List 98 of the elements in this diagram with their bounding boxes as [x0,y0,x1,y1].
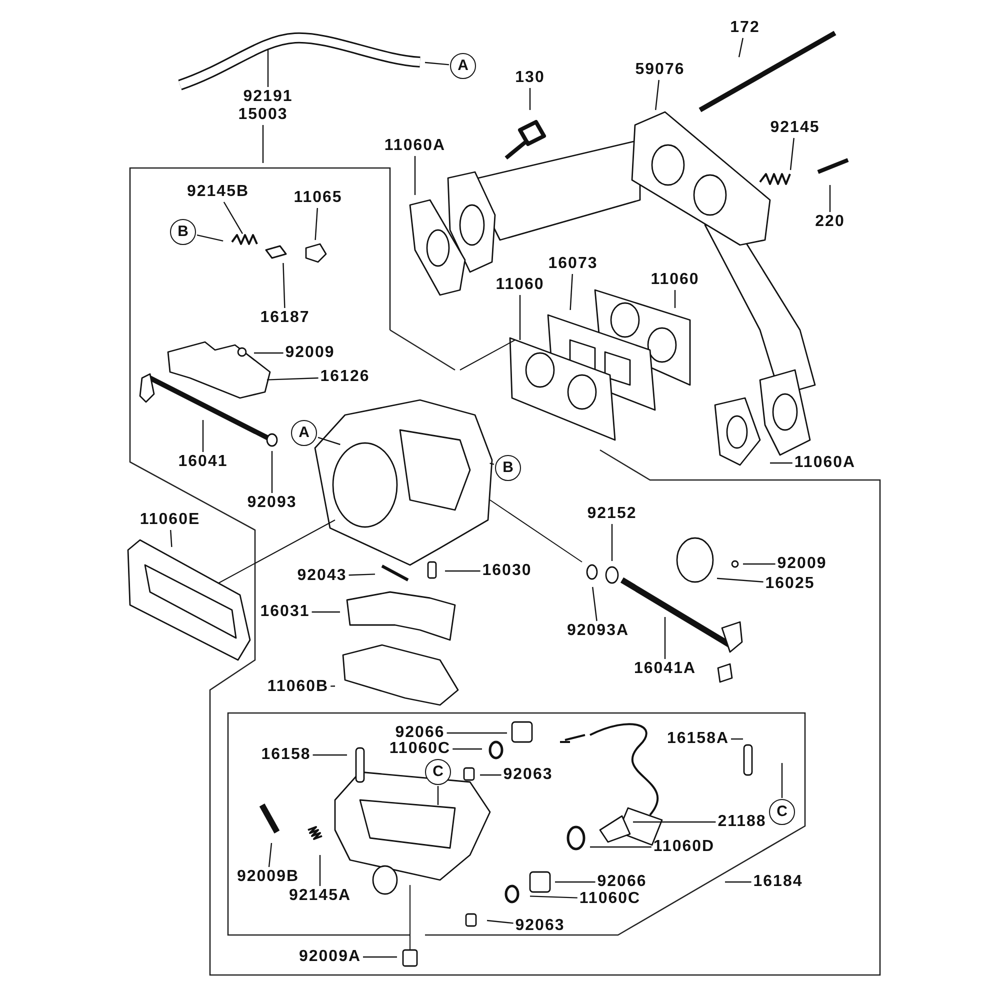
callout-number: 16030 [481,562,533,580]
leader-line [452,748,482,750]
reference-circle: A [450,53,476,79]
leader-line [223,202,244,234]
leader-line [738,38,744,58]
callout-number: 16041 [177,453,229,471]
callout-number: 92063 [502,766,554,784]
callout-number: 92063 [514,917,566,935]
callout-number: 92043 [296,567,348,585]
leader-line [348,574,376,576]
callout-number: 92009 [776,555,828,573]
callout-number: 21188 [716,813,768,831]
leader-line [363,956,397,958]
leader-line [480,774,502,776]
callout-number: 11060D [652,838,716,856]
callout-number: 92066 [596,873,648,891]
leader-line [486,920,514,924]
callout-number: 92145 [769,119,821,137]
reference-circle: B [170,219,196,245]
callout-number: 92093 [246,494,298,512]
leader-line [716,578,764,582]
callout-number: 130 [514,69,546,87]
leader-line [529,88,531,110]
callout-number: 92145A [288,887,352,905]
leader-line [319,855,321,886]
leader-line [330,686,336,687]
callout-number: 11060 [494,276,546,294]
callout-number: 16025 [764,575,816,593]
reference-circle: C [769,799,795,825]
leader-line [196,234,224,242]
leader-line [445,570,480,572]
callout-number: 11060C [578,890,642,908]
reference-circle: A [291,420,317,446]
leader-line [271,451,273,493]
callout-number: 11060E [138,511,202,529]
callout-number: 11060B [266,678,330,696]
reference-circle: B [495,455,521,481]
callout-number: 11060A [383,137,447,155]
leader-line [555,881,596,883]
leader-line [314,208,318,240]
leader-line [267,50,269,87]
leader-line [570,274,573,310]
callout-number: 92066 [394,724,446,742]
leader-line [282,262,286,308]
callout-number: 16158A [666,730,730,748]
callout-number: 16031 [259,603,311,621]
leader-line [674,290,676,308]
leader-line [268,842,272,868]
leader-line [731,738,743,740]
leader-line [266,377,318,380]
callout-number: 59076 [634,61,686,79]
callout-number: 92009B [236,868,300,886]
leader-line [590,846,652,848]
leader-line [262,125,264,163]
leader-line [254,352,284,354]
callout-number: 172 [729,19,761,37]
leader-line [633,821,716,823]
callout-number: 16158 [260,746,312,764]
reference-circle: C [425,759,451,785]
callout-number: 11065 [292,189,344,207]
callout-number: 16126 [319,368,371,386]
leader-line [312,611,340,613]
callout-number: 92152 [586,505,638,523]
callout-number: 92009A [298,948,362,966]
leader-line [655,80,660,110]
callout-number: 16073 [547,255,599,273]
callout-number: 11060C [388,740,452,758]
leader-line [519,295,521,340]
leader-line [725,881,752,883]
callout-number: 15003 [237,106,289,124]
leader-line [829,185,831,212]
leader-line [490,462,494,465]
leader-line [770,462,792,464]
leader-line [170,530,172,548]
leader-line [743,563,776,565]
leader-line [790,138,794,170]
callout-number: 92009 [284,344,336,362]
callout-number: 16041A [632,660,698,678]
leader-line [312,754,347,756]
leader-line [437,786,439,805]
callout-number: 92093A [566,622,630,640]
leader-line [318,436,340,446]
callout-number: 92191 [242,88,294,106]
callout-number: 16184 [752,873,804,891]
leader-line [592,586,598,622]
leader-line [202,420,204,452]
callout-number: 220 [814,213,846,231]
leader-line [611,524,613,561]
callout-number: 92145B [186,183,250,201]
callout-number: 11060A [793,454,857,472]
callout-number: 16187 [259,309,311,327]
callout-number: 11060 [650,271,700,289]
leader-line [446,732,507,734]
leader-line [781,763,783,798]
leader-line [414,156,416,195]
leader-line [530,896,578,898]
leader-line [424,62,450,66]
leader-line [664,617,666,659]
